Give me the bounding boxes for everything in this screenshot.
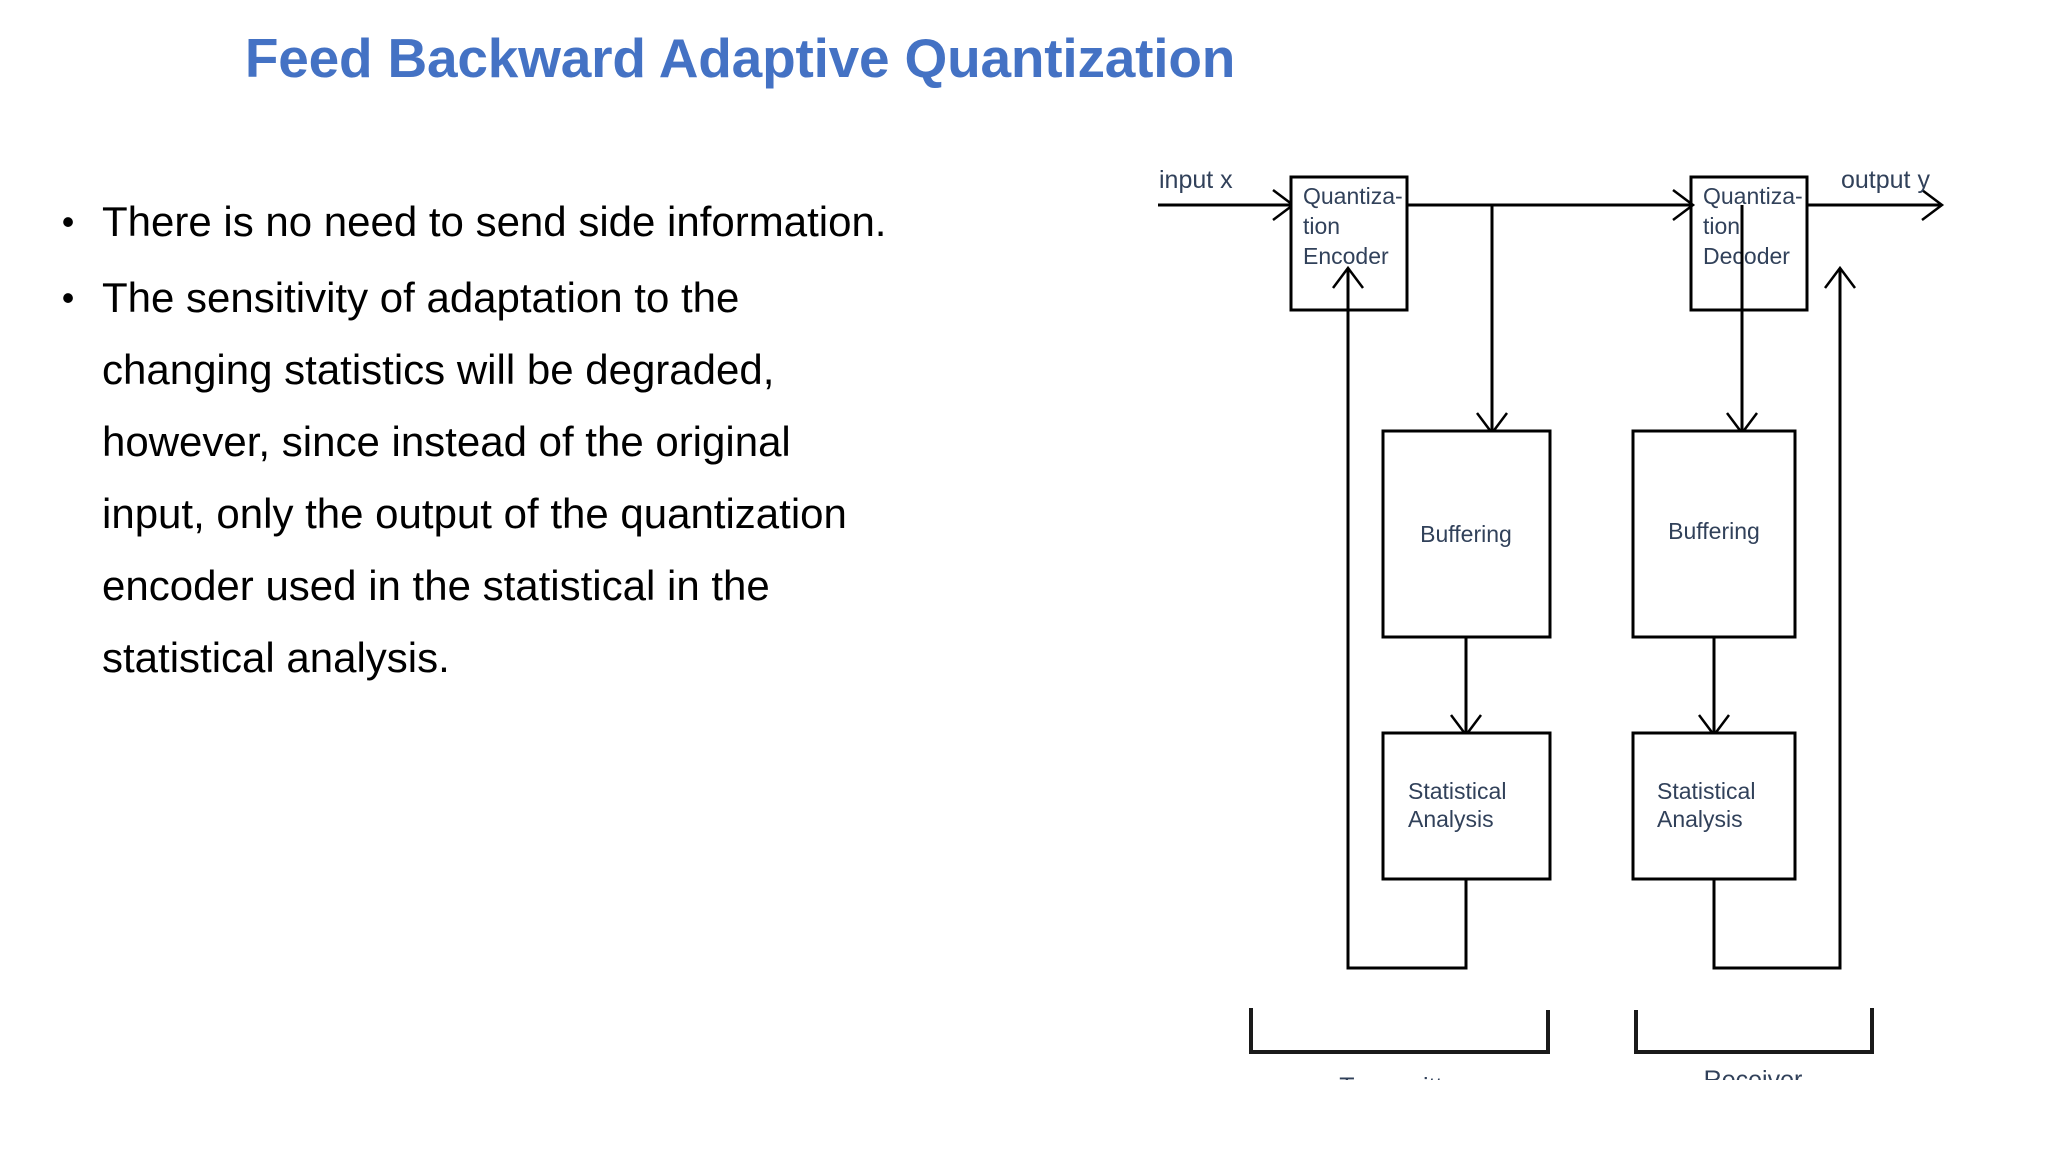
page-title: Feed Backward Adaptive Quantization: [244, 27, 1236, 89]
bullet-text: The sensitivity of adaptation to the cha…: [102, 262, 847, 694]
buffering-receiver-box: [1631, 429, 1797, 639]
quantization-decoder-box: [1689, 175, 1809, 312]
input-label: input x: [1159, 166, 1233, 194]
quantization-encoder-label-line1: Quantiza-: [1303, 183, 1403, 209]
list-item: • The sensitivity of adaptation to the c…: [34, 262, 1174, 694]
list-item: • There is no need to send side informat…: [34, 186, 1174, 258]
bullet-line: statistical analysis.: [102, 634, 450, 681]
bullet-line: however, since instead of the original: [102, 418, 791, 465]
quantization-encoder-label-line3: Encoder: [1303, 243, 1389, 269]
tx-feedback-path: [1346, 270, 1468, 970]
statistical-analysis-receiver-label-line1: Statistical: [1657, 778, 1755, 804]
bullet-marker-icon: •: [61, 277, 75, 318]
quantization-decoder-label-line3: Decoder: [1703, 243, 1790, 269]
receiver-bracket: [1634, 1008, 1874, 1054]
rx-feedback-path: [1712, 270, 1842, 970]
output-label: output y: [1841, 166, 1930, 194]
transmitter-bracket: [1249, 1008, 1550, 1054]
transmitter-label: Transmitter: [1339, 1073, 1464, 1080]
output-arrow-head: [1921, 189, 1945, 221]
bullet-line: There is no need to send side informatio…: [102, 198, 887, 245]
statistical-analysis-transmitter-box: [1381, 731, 1552, 881]
bullet-text: There is no need to send side informatio…: [102, 186, 886, 258]
quantization-decoder-label-line2: tion: [1703, 213, 1740, 239]
bullet-line: The sensitivity of adaptation to the: [102, 274, 740, 321]
bullet-line: changing statistics will be degraded,: [102, 346, 775, 393]
statistical-analysis-transmitter-label-line1: Statistical: [1408, 778, 1506, 804]
rx-feedback-arrow-head: [1824, 265, 1856, 289]
channel-arrow-head: [1672, 189, 1696, 221]
buffering-transmitter-label: Buffering: [1420, 521, 1512, 547]
statistical-analysis-receiver-label-line2: Analysis: [1657, 806, 1743, 832]
bullet-line: input, only the output of the quantizati…: [102, 490, 847, 537]
bullet-marker-icon: •: [61, 201, 75, 242]
quantization-decoder-label-line1: Quantiza-: [1703, 183, 1803, 209]
quantization-encoder-label-line2: tion: [1303, 213, 1340, 239]
buffering-receiver-label: Buffering: [1668, 518, 1760, 544]
statistical-analysis-transmitter-label-line2: Analysis: [1408, 806, 1494, 832]
block-diagram: Quantiza- tion Encoder Quantiza- tion De…: [1140, 120, 2048, 1080]
bullet-list: • There is no need to send side informat…: [34, 186, 1174, 698]
statistical-analysis-receiver-box: [1631, 731, 1797, 881]
tx-feedback-arrow-head: [1332, 265, 1364, 289]
receiver-label: Receiver: [1704, 1066, 1803, 1080]
bullet-line: encoder used in the statistical in the: [102, 562, 770, 609]
